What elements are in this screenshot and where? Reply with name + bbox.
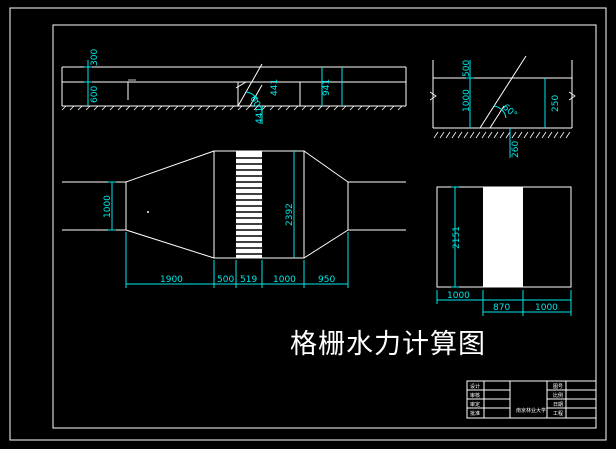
tb-label-4: 批准	[470, 410, 480, 417]
dim-end-mid: 870	[493, 303, 510, 313]
elevation-view: 300 600 60° 441 941 441	[61, 49, 407, 124]
dim-length-3: 519	[240, 275, 257, 285]
inner-frame	[52, 24, 597, 429]
dim-length-5: 950	[318, 275, 335, 285]
tb-right-4: 工程	[553, 410, 563, 417]
dim-total: 941	[322, 79, 332, 96]
dim-inlet-width: 1000	[103, 195, 113, 218]
side-view: 500 1000 250 60° 260	[429, 55, 576, 158]
dim-depth-b: 441	[255, 107, 265, 124]
dim-height-b: 1000	[462, 89, 472, 112]
tb-label-2: 审核	[470, 392, 480, 399]
dim-length-2: 500	[217, 275, 234, 285]
dim-length-4: 1000	[273, 275, 296, 285]
dim-depth-a: 441	[270, 79, 280, 96]
dim-side-angle: 60°	[500, 103, 519, 121]
tb-right-3: 日期	[553, 402, 563, 408]
title-block: 设计 审核 审定 批准 图号 比例 日期 工程 南京林业大学	[466, 380, 597, 419]
dim-height-a: 500	[462, 60, 472, 77]
tb-right-1: 图号	[553, 384, 563, 390]
tb-center-text: 南京林业大学	[516, 407, 546, 414]
end-view: 2151 1000 870 1000	[436, 186, 572, 316]
dim-end-left: 1000	[447, 291, 470, 301]
dim-height-c: 250	[551, 95, 561, 112]
dim-height-d: 260	[511, 141, 521, 158]
dim-freeboard: 300	[90, 49, 100, 66]
outer-frame	[9, 7, 607, 441]
tb-label-1: 设计	[470, 383, 480, 390]
dim-length-1: 1900	[160, 275, 183, 285]
dim-end-right: 1000	[535, 303, 558, 313]
dim-water-depth: 600	[90, 86, 100, 103]
plan-view: 1000 2392 1900 500 519 1000 950	[62, 150, 406, 288]
tb-label-3: 审定	[470, 401, 480, 408]
tb-right-2: 比例	[553, 392, 563, 399]
drawing-title: 格栅水力计算图	[290, 329, 486, 360]
dim-grid-width: 2392	[285, 203, 295, 226]
dim-end-height: 2151	[452, 226, 462, 249]
